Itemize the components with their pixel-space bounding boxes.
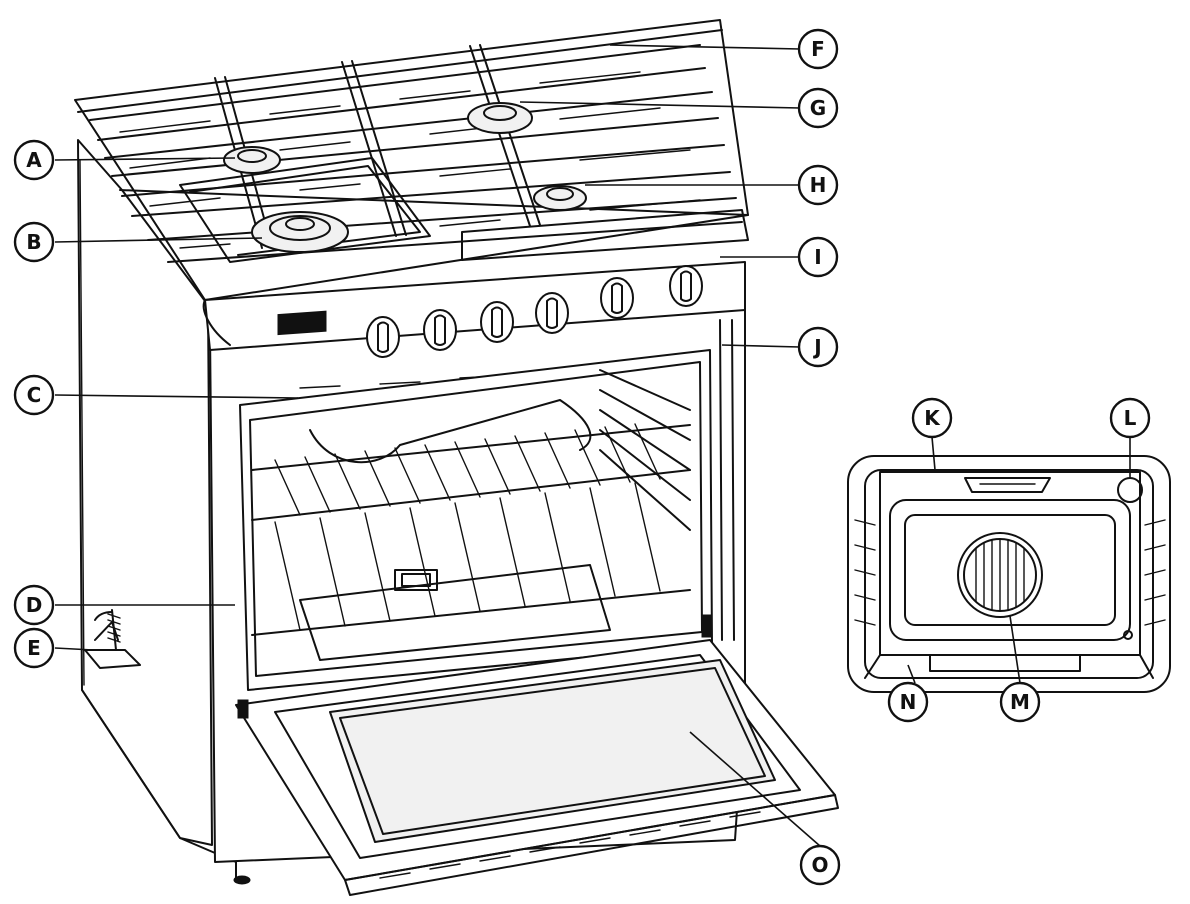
leader-lines [54,44,1131,847]
knob-4[interactable] [535,292,569,334]
svg-text:K: K [924,406,941,430]
svg-text:O: O [811,853,828,877]
control-knobs [366,265,703,358]
burner-front-right [533,185,587,211]
control-panel [202,261,746,389]
cooktop [74,19,749,301]
callout-g: G [797,87,839,129]
svg-text:L: L [1124,406,1137,430]
callout-m: M [999,681,1041,723]
svg-text:C: C [27,383,42,407]
svg-text:D: D [26,593,43,617]
anti-tip-bracket [84,609,141,669]
knob-5[interactable] [600,277,634,319]
svg-text:E: E [27,636,41,660]
callout-f: F [797,28,839,70]
oven-door [235,614,839,896]
svg-text:B: B [26,230,41,254]
callout-o: O [799,844,841,886]
svg-text:N: N [900,690,917,714]
burners [223,102,587,253]
svg-text:H: H [810,173,827,197]
oven-racks [251,423,691,636]
svg-text:I: I [814,245,821,269]
convection-fan [957,532,1043,618]
knob-3[interactable] [480,301,514,343]
callout-i: I [797,236,839,278]
callout-c: C [13,374,55,416]
inset-back-panel [889,499,1131,641]
svg-text:G: G [810,96,826,120]
callout-l: L [1109,397,1151,439]
callout-j: J [797,326,839,368]
knob-2[interactable] [423,309,457,351]
callout-b: B [13,221,55,263]
callout-k: K [911,397,953,439]
display-window [277,310,327,336]
oven-cavity [239,349,713,691]
svg-text:F: F [811,37,825,61]
svg-text:A: A [26,148,42,172]
callout-n: N [887,681,929,723]
callout-a: A [13,139,55,181]
callouts: A B C D E F G H I J K L N M O [13,28,1151,886]
callout-h: H [797,164,839,206]
burner-rear-right [467,102,533,134]
svg-text:M: M [1010,690,1030,714]
svg-text:J: J [812,335,821,359]
knob-6[interactable] [669,265,703,307]
oven-interior-inset [847,455,1171,693]
callout-e: E [13,627,55,669]
knob-1[interactable] [366,316,400,358]
callout-d: D [13,584,55,626]
